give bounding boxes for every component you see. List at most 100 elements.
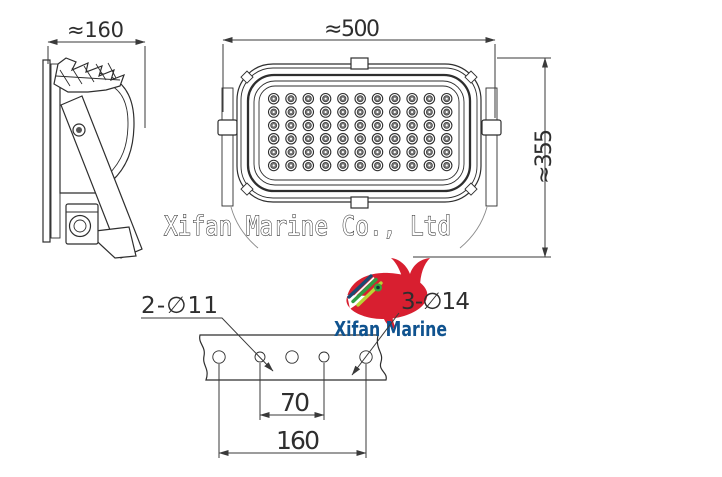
led-dot — [341, 137, 344, 140]
led-dot — [341, 164, 344, 167]
led-dot — [428, 124, 431, 127]
led-dot — [376, 164, 379, 167]
side-pivot-bolt — [76, 127, 82, 133]
whale-stripe-gap — [350, 277, 375, 301]
dim-label-front-height: ≈355 — [532, 129, 557, 184]
led-dot — [289, 110, 293, 114]
led-dot — [359, 97, 362, 100]
led-dot — [428, 110, 431, 114]
led-dot — [445, 137, 448, 140]
led-dot — [376, 137, 379, 140]
led-dot — [359, 137, 362, 140]
callout-large-holes: 3-∅14 — [401, 289, 470, 315]
led-dot — [393, 124, 396, 127]
sketch-line-left — [230, 206, 259, 249]
watermark-company-name: Xifan Marine Co., Ltd — [164, 211, 451, 242]
corner-clip — [464, 182, 478, 196]
led-dot — [411, 137, 414, 140]
led-dot — [411, 164, 414, 167]
led-dot — [428, 151, 431, 154]
housing-bezel-inner — [253, 80, 465, 186]
corner-clip — [464, 70, 478, 84]
yoke-knob-right — [481, 119, 502, 136]
led-dot — [411, 151, 414, 154]
led-dot — [411, 97, 414, 100]
cable-gland-inner — [73, 219, 87, 233]
led-dot — [324, 124, 327, 127]
led-dot — [359, 151, 362, 154]
side-view — [42, 57, 143, 259]
led-dot — [428, 97, 431, 100]
xifan-marine-logo: Xifan Marine — [334, 258, 447, 341]
sketch-line-right — [459, 206, 488, 249]
hole-callouts: 2-∅11 3-∅14 — [141, 289, 470, 376]
ext-lines-160 — [47, 46, 146, 128]
dim-label-hole-span-inner: 70 — [280, 388, 310, 417]
side-bracket-foot — [85, 226, 137, 259]
led-dot — [411, 110, 414, 114]
yoke-bar-right — [485, 87, 498, 207]
hole-small — [318, 351, 330, 363]
dim-label-front-width: ≈500 — [324, 17, 380, 42]
side-heatsink-fins — [53, 57, 126, 93]
whale-stripe-navy — [347, 274, 373, 299]
mount-tab-top — [350, 57, 369, 70]
led-dot — [341, 110, 344, 114]
led-dot — [445, 110, 448, 114]
whale-fin — [383, 314, 396, 329]
dim-label-hole-span-outer: 160 — [276, 426, 320, 455]
ext-lines-70 — [259, 363, 325, 420]
led-dot — [307, 137, 310, 140]
mount-tab-bottom — [350, 196, 369, 209]
led-dot — [289, 124, 293, 127]
led-dot — [376, 97, 379, 100]
led-dot — [428, 137, 431, 140]
corner-clip — [240, 182, 254, 196]
side-junction-box — [65, 203, 99, 245]
corner-clip — [240, 70, 254, 84]
side-bracket-arm — [60, 95, 143, 259]
led-dot — [359, 110, 362, 114]
lens-panel-edge — [258, 85, 460, 181]
led-dot — [324, 110, 327, 114]
cable-gland-outer — [68, 214, 92, 238]
led-dot — [445, 97, 448, 100]
ext-lines-500 — [222, 44, 496, 118]
mounting-base-view: 70 160 — [199, 334, 387, 458]
led-dot — [376, 124, 379, 127]
led-dot — [359, 164, 362, 167]
led-dot — [359, 124, 362, 127]
led-array — [267, 92, 453, 172]
ext-lines-160b — [218, 364, 367, 458]
led-dot — [272, 97, 275, 100]
led-dot — [393, 137, 396, 140]
led-dot — [341, 124, 344, 127]
whale-stripe-green — [351, 277, 378, 304]
led-dot — [324, 97, 327, 100]
leader-small-holes — [141, 317, 274, 372]
led-dot — [393, 110, 396, 114]
led-dot — [393, 97, 396, 100]
led-dot — [376, 110, 379, 114]
led-dot — [411, 124, 414, 127]
side-lens-frame — [50, 63, 61, 239]
whale-eye-pupil — [376, 285, 380, 290]
led-dot — [445, 151, 448, 154]
led-dot — [324, 137, 327, 140]
led-dot — [272, 110, 275, 114]
dimension-annotations: ≈160 ≈500 ≈355 — [47, 17, 557, 258]
hole-large — [212, 350, 226, 364]
led-dot — [272, 164, 275, 167]
led-dot — [376, 151, 379, 154]
led-dot — [428, 164, 431, 167]
housing-bezel — [246, 73, 472, 193]
led-dot — [307, 151, 310, 154]
led-dot — [289, 164, 293, 167]
led-dot — [324, 151, 327, 154]
whale-tail — [391, 258, 430, 291]
led-dot — [272, 151, 275, 154]
hole-large — [285, 350, 299, 364]
led-dot — [289, 137, 293, 140]
yoke-knob-left — [217, 119, 238, 136]
